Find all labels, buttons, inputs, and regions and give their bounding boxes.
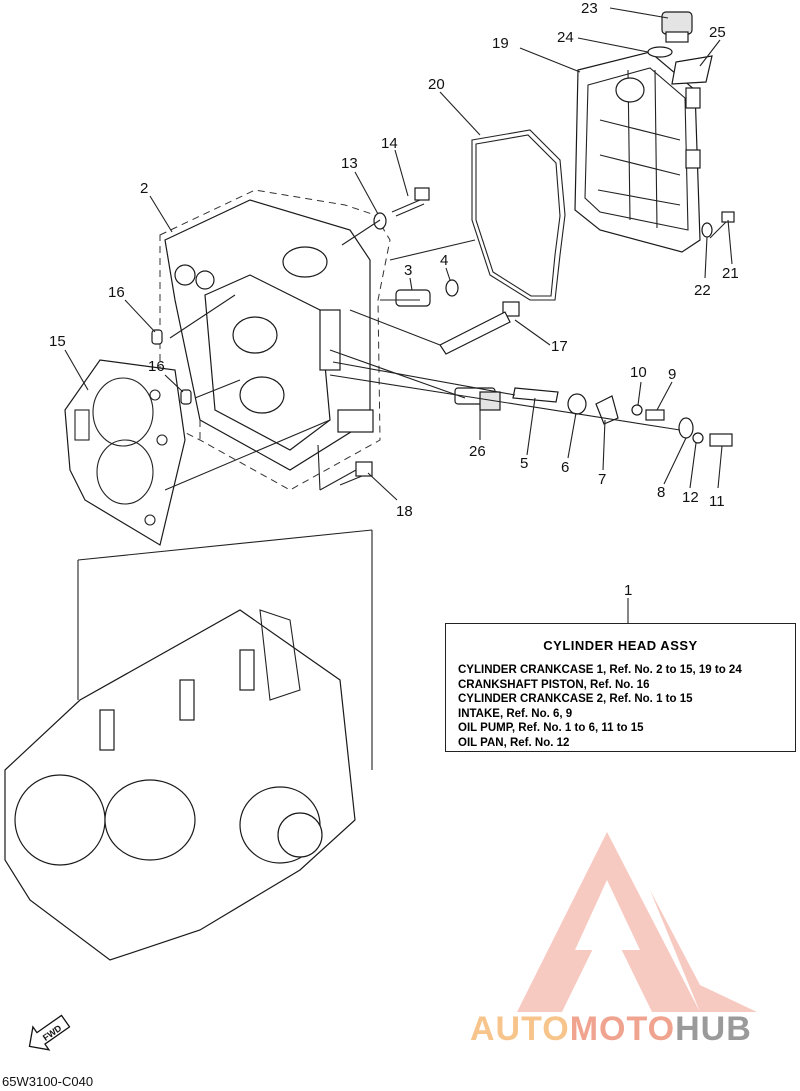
callout-22: 22 bbox=[694, 282, 711, 299]
reference-line: OIL PUMP, Ref. No. 1 to 6, 11 to 15 bbox=[458, 722, 644, 734]
bolt-18 bbox=[339, 461, 373, 486]
callout-16a: 16 bbox=[108, 284, 125, 301]
watermark-part-hub: HUB bbox=[675, 1010, 752, 1048]
callout-23: 23 bbox=[581, 0, 598, 17]
sleeve bbox=[395, 279, 459, 307]
crankcase-block bbox=[4, 609, 356, 961]
callout-4: 4 bbox=[440, 252, 448, 269]
callout-11: 11 bbox=[709, 493, 725, 510]
callout-25: 25 bbox=[709, 24, 726, 41]
leader-lines bbox=[64, 7, 733, 623]
reference-line: INTAKE, Ref. No. 6, 9 bbox=[458, 707, 573, 720]
watermark-part-moto: MOTO bbox=[569, 1010, 676, 1048]
cylinder-head-outline bbox=[159, 189, 391, 491]
callout-9: 9 bbox=[668, 366, 676, 383]
callout-10: 10 bbox=[630, 364, 647, 381]
cover-gasket bbox=[471, 129, 566, 301]
callout-21: 21 bbox=[722, 265, 739, 282]
callout-26: 26 bbox=[469, 443, 486, 460]
callout-16b: 16 bbox=[148, 358, 165, 375]
fwd-arrow-icon: FWD bbox=[28, 1014, 71, 1051]
long-bolt bbox=[439, 301, 520, 355]
watermark-part-auto: AUTO bbox=[470, 1010, 570, 1048]
head-gasket bbox=[64, 359, 186, 546]
callout-13: 13 bbox=[341, 155, 358, 172]
dowel-pin bbox=[180, 389, 192, 405]
callout-19: 19 bbox=[492, 35, 509, 52]
dowel-pin bbox=[151, 329, 163, 345]
callout-18: 18 bbox=[396, 503, 413, 520]
callout-14: 14 bbox=[381, 135, 398, 152]
callout-6: 6 bbox=[561, 459, 569, 476]
spark-plug bbox=[454, 387, 501, 411]
cylinder-head-cover bbox=[574, 51, 701, 253]
callout-1: 1 bbox=[624, 582, 632, 599]
callout-20: 20 bbox=[428, 76, 445, 93]
watermark-logo bbox=[517, 832, 757, 1012]
reference-line: CYLINDER CRANKCASE 2, Ref. No. 1 to 15 bbox=[458, 693, 693, 705]
callout-24: 24 bbox=[557, 29, 574, 46]
callout-3: 3 bbox=[404, 262, 412, 279]
diagram-code: 65W3100-C040 bbox=[2, 1074, 94, 1089]
reference-line: OIL PAN, Ref. No. 12 bbox=[458, 736, 570, 749]
callout-8: 8 bbox=[657, 484, 665, 501]
callout-5: 5 bbox=[520, 455, 528, 472]
cover-bolt bbox=[701, 211, 735, 239]
callout-17: 17 bbox=[551, 338, 568, 355]
assembly-lines bbox=[77, 219, 681, 770]
watermark-text: AUTOMOTOHUB bbox=[470, 1010, 752, 1049]
thermostat-parts bbox=[512, 387, 733, 447]
callout-7: 7 bbox=[598, 471, 606, 488]
callout-2: 2 bbox=[140, 180, 148, 197]
callout-15: 15 bbox=[49, 333, 66, 350]
reference-line: CRANKSHAFT PISTON, Ref. No. 16 bbox=[458, 678, 650, 691]
reference-box: CYLINDER HEAD ASSY CYLINDER CRANKCASE 1,… bbox=[445, 623, 796, 752]
reference-line: CYLINDER CRANKCASE 1, Ref. No. 2 to 15, … bbox=[458, 664, 742, 676]
reference-title: CYLINDER HEAD ASSY bbox=[543, 638, 698, 653]
cylinder-head bbox=[164, 199, 374, 471]
callout-12: 12 bbox=[682, 489, 699, 506]
head-bolt bbox=[373, 187, 430, 230]
